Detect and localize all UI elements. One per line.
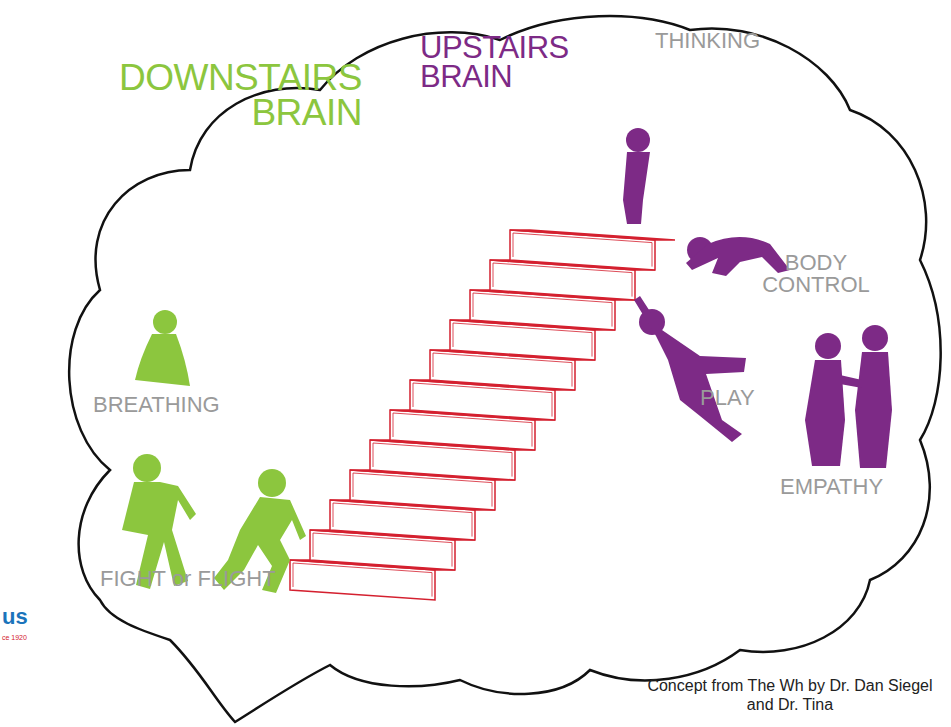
function-label: PLAY [700, 385, 755, 410]
children-holding-hands-silhouette [805, 325, 892, 468]
function-label: BODY CONTROL [752, 252, 880, 296]
function-label: BREATHING [93, 392, 220, 417]
jumping-child-silhouette [634, 296, 746, 442]
standing-child-silhouette [623, 128, 650, 224]
brain-outline [69, 16, 941, 722]
logo-text: us [2, 604, 28, 629]
crawling-baby-silhouette [686, 237, 790, 276]
staircase [290, 230, 675, 600]
function-label: EMPATHY [780, 474, 883, 499]
section-heading: UPSTAIRS BRAIN [420, 34, 590, 91]
function-label: THINKING [655, 28, 760, 53]
logo-tagline: ce 1920 [2, 634, 27, 642]
function-label: FIGHT or FLIGHT [100, 566, 276, 591]
caption: Concept from The Wh by Dr. Dan Siegel an… [640, 676, 940, 714]
sitting-baby-silhouette [135, 310, 190, 386]
section-heading: DOWNSTAIRS BRAIN [60, 60, 362, 130]
